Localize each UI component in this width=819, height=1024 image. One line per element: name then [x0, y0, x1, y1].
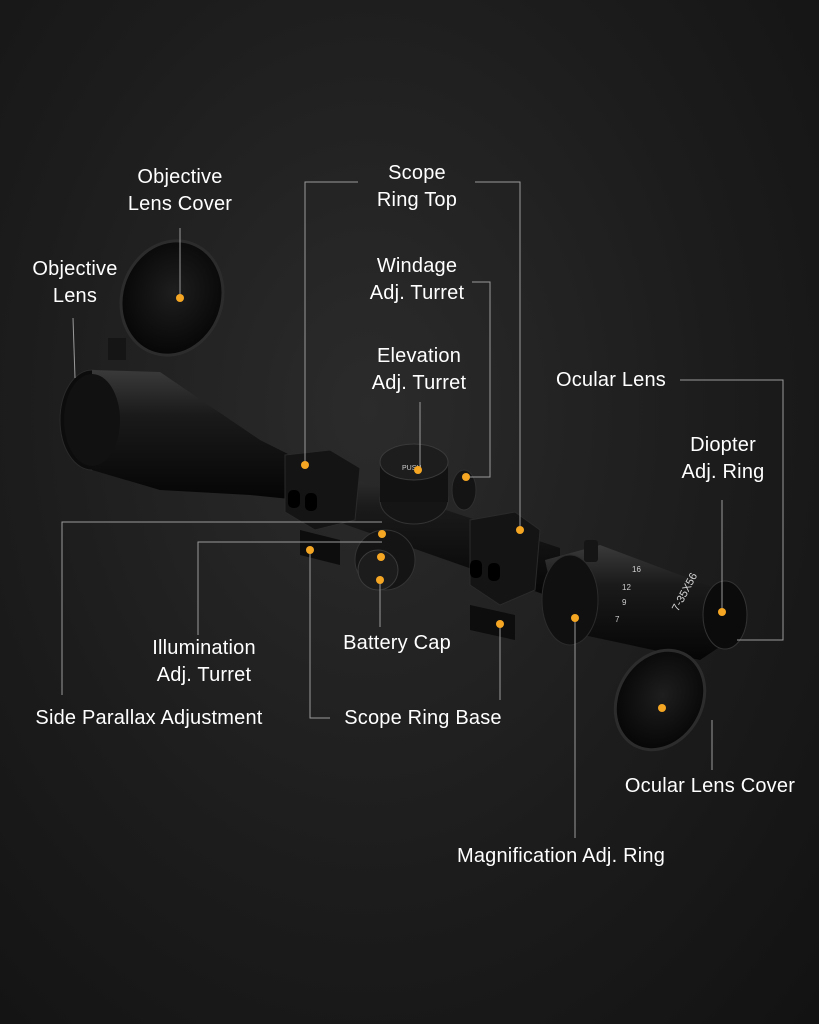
line-side-parallax [61, 521, 382, 695]
rear-scope-ring [469, 511, 541, 640]
dot-windage [462, 473, 470, 481]
eyepiece [541, 540, 748, 660]
label-magnification-ring: Magnification Adj. Ring [456, 845, 666, 867]
windage-turret [451, 469, 477, 511]
objective-bell [59, 369, 300, 500]
side-turret-assembly [354, 529, 416, 591]
dot-elevation [414, 466, 422, 474]
dot-scope-base-right [496, 620, 504, 628]
line-ring-top-right [475, 181, 521, 530]
dot-scope-base-left [306, 546, 314, 554]
front-scope-ring [284, 449, 361, 565]
ocular-lens-cover [613, 648, 707, 752]
zoom-tick-16: 16 [632, 565, 641, 574]
line-scope-base-left [309, 550, 330, 719]
label-side-parallax: Side Parallax Adjustment [35, 707, 263, 729]
dot-diopter [718, 608, 726, 616]
dot-battery-cap [376, 576, 384, 584]
label-ocular-lens-cover: Ocular Lens Cover [624, 775, 796, 797]
zoom-tick-12: 12 [622, 583, 631, 592]
zoom-tick-7: 7 [615, 615, 620, 624]
dot-illumination [378, 530, 386, 538]
label-battery-cap: Battery Cap [343, 632, 451, 654]
line-windage [466, 281, 491, 478]
dot-side-parallax [377, 553, 385, 561]
dot-magnification [571, 614, 579, 622]
line-ring-top-left [304, 181, 358, 465]
turret-push-marking: PUSH [402, 465, 421, 472]
dot-ocular-cover [658, 704, 666, 712]
label-scope-ring-base: Scope Ring Base [344, 707, 502, 729]
dot-objective-cover [176, 294, 184, 302]
objective-lens-cover [108, 239, 225, 360]
label-ocular-lens: Ocular Lens [555, 369, 667, 391]
line-illumination [197, 541, 382, 635]
zoom-tick-9: 9 [622, 598, 627, 607]
elevation-turret [379, 443, 449, 525]
dot-ring-top-left [301, 461, 309, 469]
line-ocular-lens [680, 379, 784, 641]
line-objective-lens [72, 317, 76, 379]
dot-ring-top-right [516, 526, 524, 534]
